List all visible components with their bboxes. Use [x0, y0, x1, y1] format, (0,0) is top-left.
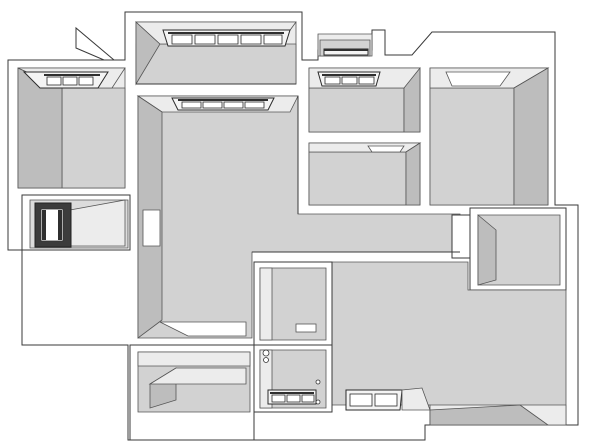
window-small-bedroom	[317, 71, 381, 87]
corridor-wall	[451, 214, 471, 259]
kitchen-lower-left	[129, 344, 255, 441]
window-sill-right	[445, 71, 511, 87]
doorway-living-left	[142, 209, 161, 247]
bathroom-small	[253, 261, 333, 346]
window-dining	[345, 387, 431, 411]
window-balcony	[323, 48, 369, 56]
window-left	[22, 71, 109, 89]
dining-area	[331, 261, 567, 426]
study-middle	[308, 142, 422, 206]
bedroom-right	[429, 67, 550, 206]
window-top-center	[162, 29, 291, 47]
window-living	[171, 97, 275, 111]
window-bath-lower	[267, 389, 317, 405]
storage-right	[469, 207, 567, 291]
closet-left	[21, 194, 131, 251]
threshold-living	[159, 321, 247, 337]
wall-wedge-top-left	[75, 26, 116, 61]
